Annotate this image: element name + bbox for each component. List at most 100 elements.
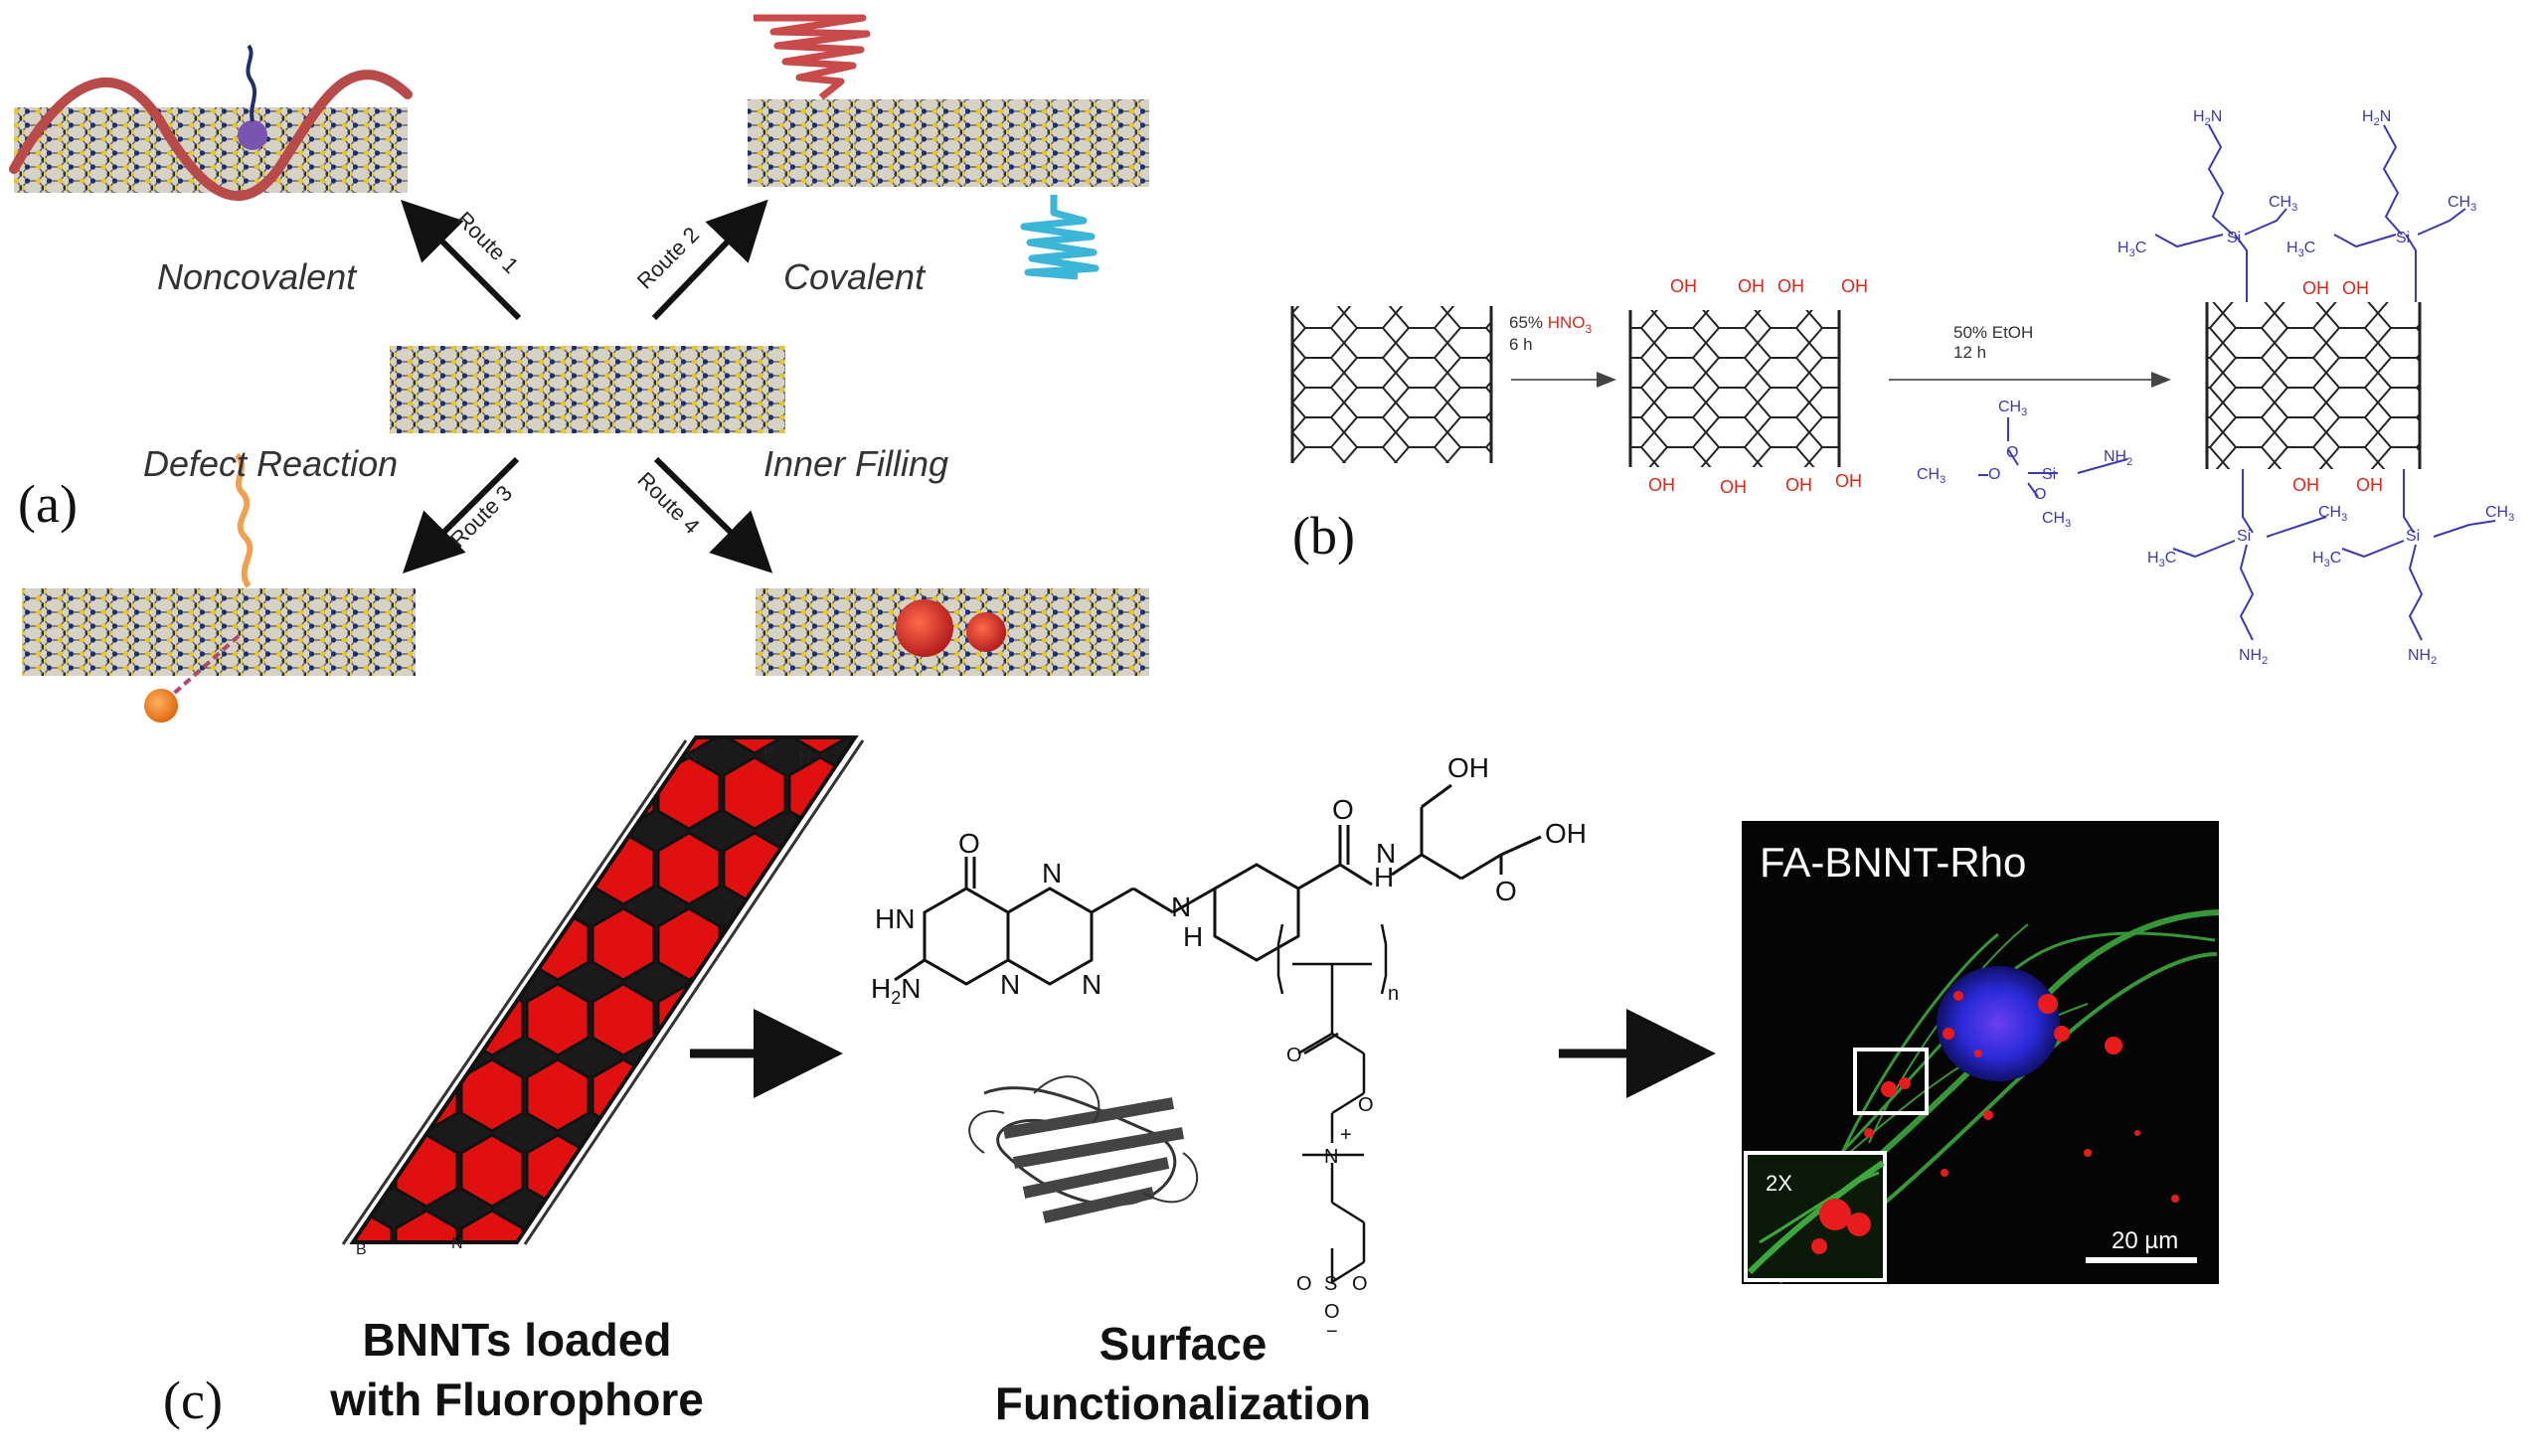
svg-text:OH: OH [2292,475,2319,495]
route-1-label: Route 1 [451,207,523,278]
svg-text:N: N [1000,969,1020,1000]
route-4-label: Route 4 [632,467,704,539]
svg-text:N: N [799,750,811,767]
inset-label: 2X [1766,1171,1792,1196]
panel-a: Route 1 Route 2 Route 3 Route 4 [9,14,1149,723]
svg-text:O: O [1286,1045,1302,1066]
svg-text:H2N: H2N [2362,108,2391,128]
bnnt-covalent [748,99,1149,187]
caption-surface-line-2: Functionalization [994,1377,1372,1429]
caption-bnnt-fluorophore: BNNTs loaded with Fluorophore [288,1310,746,1429]
rhodamine-spots [1864,991,2179,1203]
svg-text:Si: Si [2042,466,2056,483]
step1-reagent: 65% HNO3 [1509,313,1593,336]
svg-text:B: B [763,744,774,761]
svg-text:HN: HN [875,903,915,934]
step2-reagent: 50% EtOH [1953,323,2033,342]
panel-a-letter: (a) [18,474,78,534]
svg-text:OH: OH [2302,278,2329,298]
adsorbed-molecule [238,120,267,150]
encapsulated-bead-1 [896,599,953,657]
svg-text:NH2: NH2 [2408,647,2437,667]
fluorophore-loaded-bnnt: N B N B N [341,735,865,1258]
svg-text:OH: OH [1738,276,1765,296]
panel-b: 65% HNO3 6 h OH OH OH OH OH OH OH OH 50%… [1290,108,2514,667]
remaining-hydroxyls: OH OH OH OH [2292,278,2383,495]
svg-text:H: H [1374,862,1394,892]
route-3-arrow [403,456,520,573]
svg-text:CH3: CH3 [2269,194,2297,214]
encapsulated-bead-2 [966,612,1006,652]
scale-bar-label: 20 µm [2112,1227,2178,1254]
zwitterionic-polymer [1276,923,1388,1284]
svg-text:H3C: H3C [2312,550,2341,569]
svg-text:O: O [2006,444,2018,461]
svg-text:NH2: NH2 [2239,647,2268,667]
protein-ribbon [968,1075,1199,1223]
panel-c: N B N B N [341,735,2220,1343]
micrograph-title: FA-BNNT-Rho [1760,839,2026,886]
svg-text:H3C: H3C [2117,240,2146,259]
svg-text:CH3: CH3 [2318,504,2347,524]
panel-c-letter: (c) [163,1371,223,1430]
svg-text:H2N: H2N [2193,108,2222,128]
aptes-reagent: CH3 O CH3 O Si NH2 O CH3 [1917,399,2132,530]
svg-text:N: N [451,1235,463,1252]
silane-atom-labels: H2N H2N Si Si CH3 CH3 H3C H3C Si Si CH3 … [2117,108,2514,667]
svg-text:OH: OH [1777,276,1804,296]
caption-bnnt-line-2: with Fluorophore [330,1374,704,1425]
svg-text:O: O [2034,486,2046,503]
svg-text:CH3: CH3 [2448,194,2476,214]
bnnt-defect [22,588,416,676]
svg-text:O: O [1352,1273,1368,1295]
inner-filling-label: Inner Filling [763,443,949,484]
svg-text:O: O [1324,1301,1340,1323]
molecule-tail [246,44,256,122]
folic-acid-structure [894,783,1542,986]
svg-text:OH: OH [1720,477,1747,497]
silanized-nanotube [2205,302,2422,469]
svg-text:Si: Si [2237,528,2251,545]
svg-text:OH: OH [1648,475,1675,495]
svg-text:S: S [1324,1273,1337,1295]
svg-text:CH3: CH3 [1998,399,2027,418]
svg-text:CH3: CH3 [2485,504,2514,524]
svg-text:OH: OH [1545,818,1587,849]
step1-time: 6 h [1509,335,1533,354]
hydroxyl-groups-top: OH OH OH OH [1670,276,1868,296]
svg-text:OH: OH [2356,475,2383,495]
wrapping-polymer [9,70,413,202]
svg-text:n: n [1388,983,1399,1005]
svg-text:OH: OH [1785,475,1812,495]
zoom-inset [1744,1151,1887,1282]
route-2-label: Route 2 [632,222,704,293]
defect-bead [144,689,178,723]
route-2-arrow [651,199,768,321]
step2-time: 12 h [1953,343,1986,362]
folic-acid-labels: O HN H2N N N N H N O H N OH O OH [871,752,1587,1008]
caption-bnnt-line-1: BNNTs loaded [362,1314,672,1366]
defect-reaction-label: Defect Reaction [143,443,399,484]
svg-text:O: O [958,828,980,859]
svg-text:OH: OH [2342,278,2369,298]
svg-text:−: − [1326,1321,1338,1343]
svg-text:+: + [1340,1124,1352,1146]
svg-text:OH: OH [1447,752,1489,783]
svg-text:CH3: CH3 [2042,510,2071,530]
bnnt-noncovalent [14,107,408,193]
svg-text:B: B [356,1241,367,1258]
svg-text:N: N [1042,858,1062,889]
polymer-labels: n O O N + O S O O − [1286,983,1399,1343]
svg-text:Si: Si [2406,528,2420,545]
svg-text:Si: Si [2227,230,2241,246]
svg-text:H2N: H2N [871,973,921,1008]
defect-linker [167,634,241,700]
svg-text:O: O [1332,794,1354,825]
svg-text:OH: OH [1670,276,1697,296]
covalent-coil-cyan [1020,195,1099,280]
svg-text:H3C: H3C [2286,240,2315,259]
svg-text:N: N [1324,1146,1338,1168]
svg-text:H: H [1183,921,1203,952]
svg-text:NH2: NH2 [2104,448,2132,468]
